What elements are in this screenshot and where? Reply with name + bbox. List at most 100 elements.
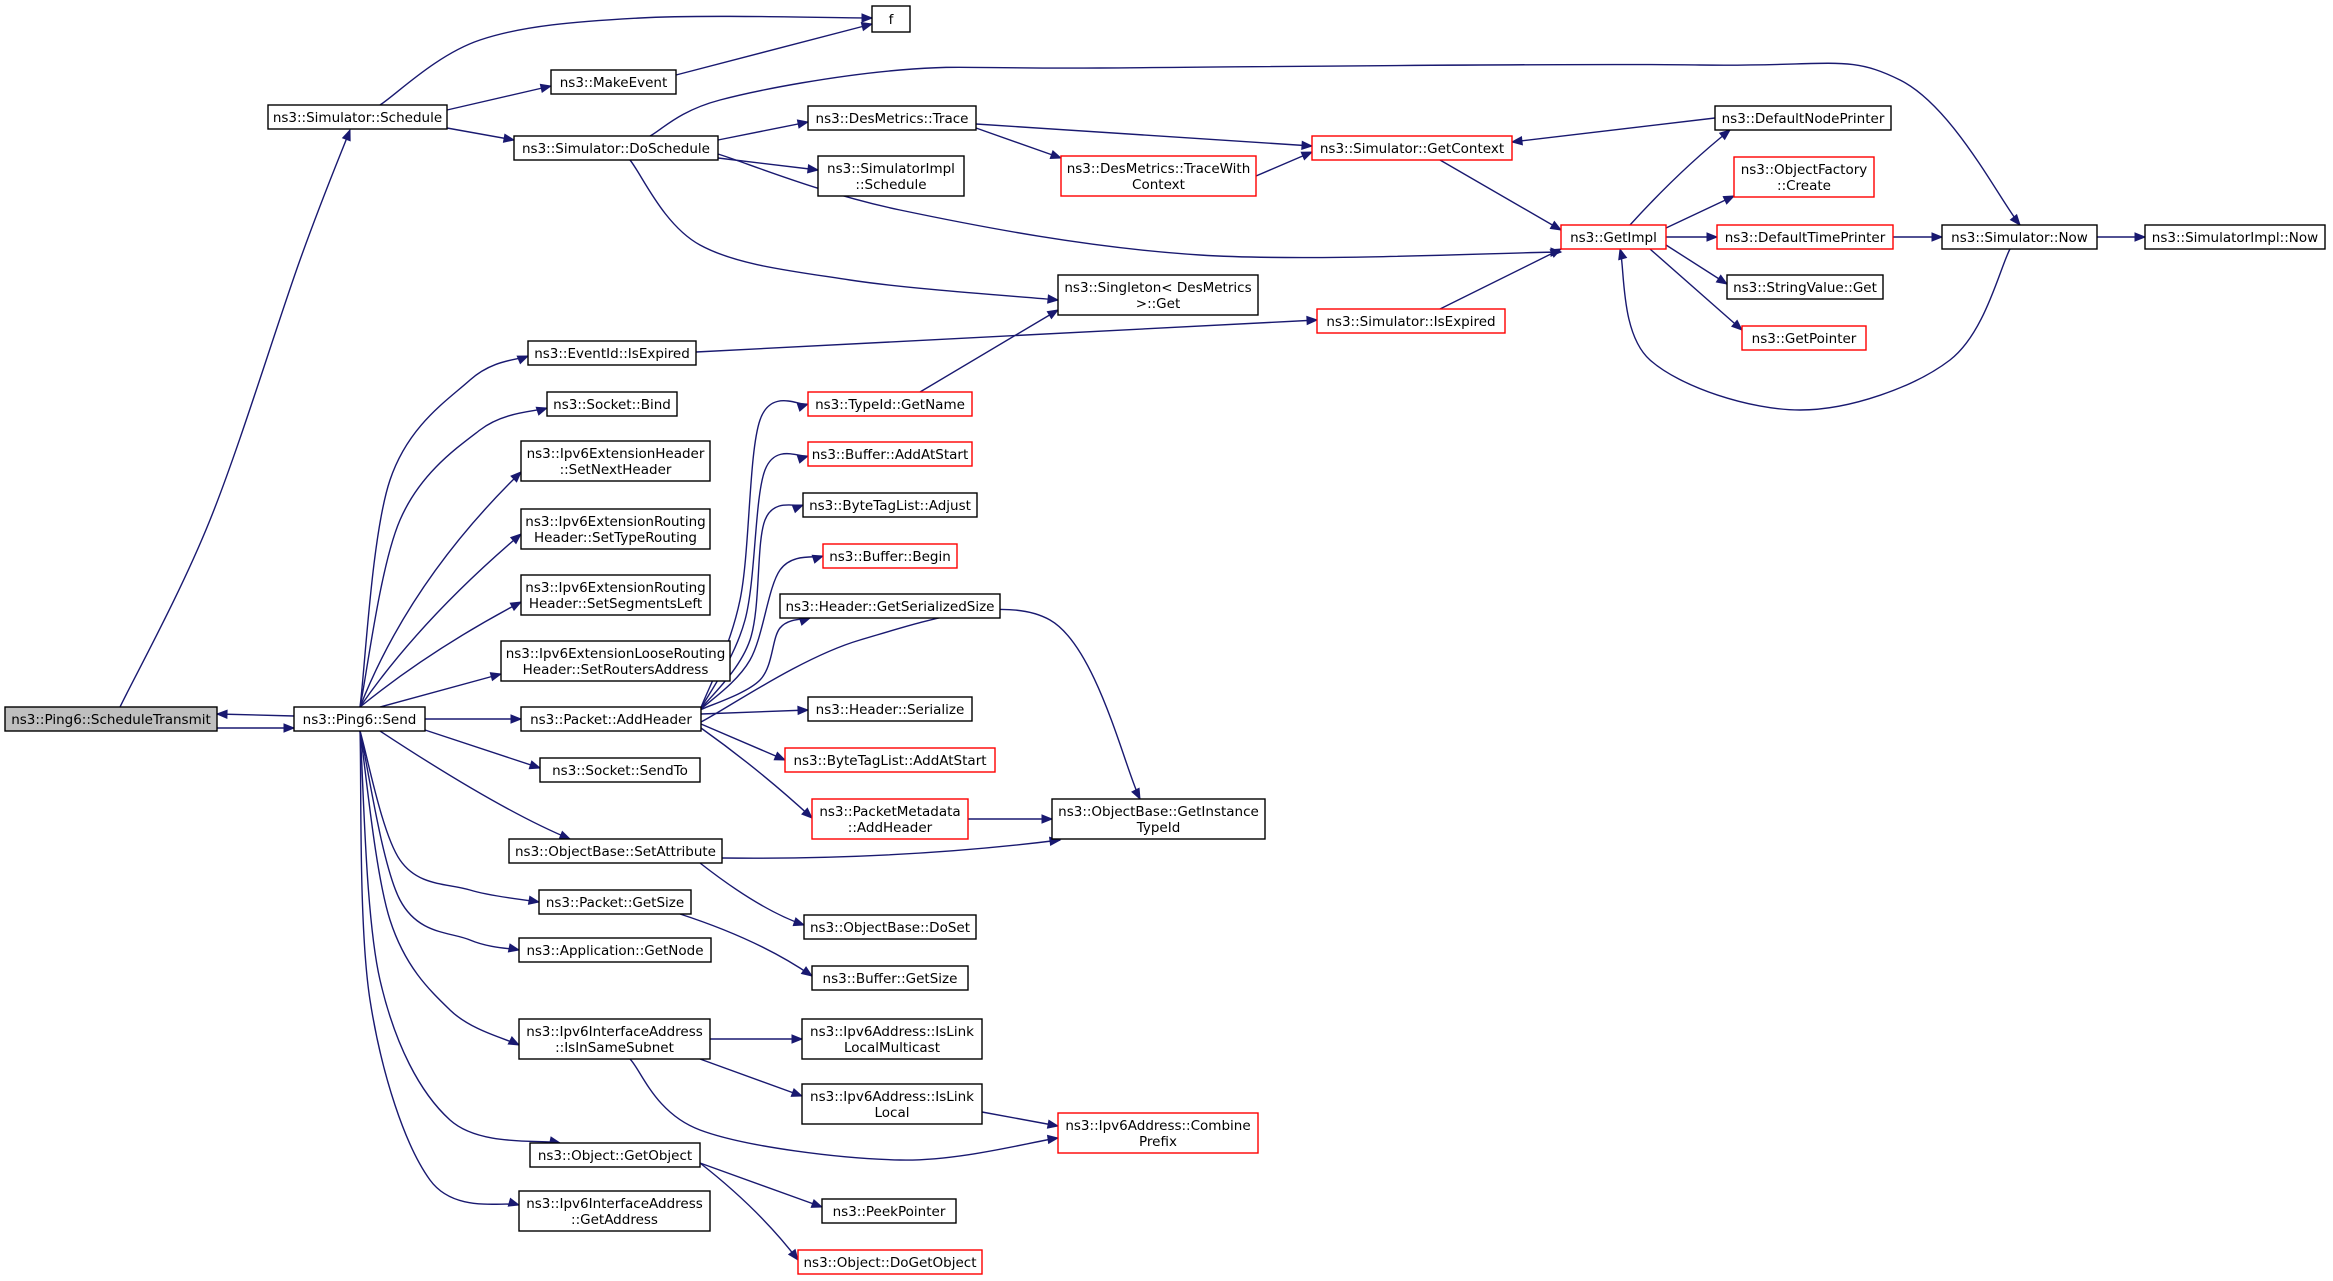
node-label: ns3::Socket::SendTo: [552, 763, 688, 779]
edge-line: [1511, 117, 1716, 143]
node-getaddress[interactable]: ns3::Ipv6InterfaceAddress::GetAddress: [518, 1190, 711, 1232]
edge-line: [717, 121, 809, 141]
arrow-head-icon: [797, 705, 810, 716]
node-layer: ns3::Ping6::ScheduleTransmit ns3::Ping6::…: [4, 5, 2326, 1275]
node-label: ns3::ObjectBase::SetAttribute: [515, 844, 716, 860]
node-setattr[interactable]: ns3::ObjectBase::SetAttribute: [508, 838, 723, 864]
edge-root-to-sched: [119, 128, 351, 708]
edge-send-to-evisexpired: [359, 355, 530, 708]
node-strvalget[interactable]: ns3::StringValue::Get: [1726, 274, 1884, 300]
node-box: [513, 135, 719, 161]
arrow-head-icon: [528, 760, 542, 770]
node-pktmetaaddhdr[interactable]: ns3::PacketMetadata::AddHeader: [811, 798, 969, 840]
arrow-head-icon: [796, 119, 810, 129]
node-hdrgetsersize[interactable]: ns3::Header::GetSerializedSize: [779, 593, 1001, 619]
node-getimpl[interactable]: ns3::GetImpl: [1560, 224, 1667, 250]
node-pktaddhdr[interactable]: ns3::Packet::AddHeader: [520, 706, 702, 732]
node-simimplsched[interactable]: ns3::SimulatorImpl::Schedule: [817, 155, 965, 197]
node-box: [529, 1142, 701, 1168]
edge-line: [717, 153, 1562, 259]
node-root[interactable]: ns3::Ping6::ScheduleTransmit: [4, 706, 218, 732]
node-simimplnow[interactable]: ns3::SimulatorImpl::Now: [2144, 224, 2326, 250]
node-label: ns3::Simulator::Now: [1951, 230, 2088, 246]
edge-send-to-socksendto: [424, 729, 542, 770]
node-sockbind[interactable]: ns3::Socket::Bind: [546, 391, 678, 417]
node-deftimeprinter[interactable]: ns3::DefaultTimePrinter: [1716, 224, 1894, 250]
node-settyperouting[interactable]: ns3::Ipv6ExtensionRoutingHeader::SetType…: [520, 508, 711, 550]
node-getpointer[interactable]: ns3::GetPointer: [1741, 325, 1867, 351]
edge-line: [700, 727, 813, 819]
node-sched[interactable]: ns3::Simulator::Schedule: [267, 104, 448, 130]
node-box: [807, 105, 977, 131]
node-dosched[interactable]: ns3::Simulator::DoSchedule: [513, 135, 719, 161]
node-label: ns3::StringValue::Get: [1733, 280, 1877, 296]
node-box: [779, 593, 1001, 619]
edge-send-to-pktaddhdr: [425, 714, 523, 724]
node-hdrserialize[interactable]: ns3::Header::Serialize: [807, 696, 973, 722]
node-label: ns3::GetImpl: [1570, 230, 1657, 246]
edge-trace-to-tracectx: [975, 127, 1063, 159]
node-f[interactable]: f: [871, 5, 911, 33]
edge-islinklocal-to-combineprefix: [981, 1111, 1060, 1129]
edge-line: [699, 1058, 803, 1097]
node-box: [797, 1249, 983, 1275]
node-box: [546, 391, 678, 417]
node-makeevent[interactable]: ns3::MakeEvent: [550, 69, 677, 95]
node-getctx[interactable]: ns3::Simulator::GetContext: [1311, 135, 1513, 161]
node-pktgetsize[interactable]: ns3::Packet::GetSize: [538, 889, 692, 915]
node-peekpointer[interactable]: ns3::PeekPointer: [821, 1198, 957, 1224]
node-label: ns3::Simulator::GetContext: [1320, 141, 1504, 157]
edge-line: [679, 913, 813, 977]
edge-simnow-to-simimplnow: [2097, 232, 2147, 242]
node-setrouters[interactable]: ns3::Ipv6ExtensionLooseRoutingHeader::Se…: [500, 640, 731, 682]
node-btladdatstart[interactable]: ns3::ByteTagList::AddAtStart: [784, 747, 996, 773]
edge-line: [721, 839, 1061, 859]
node-simisexpired[interactable]: ns3::Simulator::IsExpired: [1316, 308, 1506, 334]
node-singleton[interactable]: ns3::Singleton< DesMetrics>::Get: [1057, 274, 1259, 316]
node-label: ns3::PacketMetadata: [819, 804, 960, 820]
edge-layer: [119, 13, 2147, 1262]
node-box: [518, 937, 712, 963]
node-box: [784, 747, 996, 773]
node-bufaddatstart[interactable]: ns3::Buffer::AddAtStart: [807, 441, 973, 467]
node-box: [518, 1190, 711, 1232]
arrow-head-icon: [796, 454, 810, 464]
node-box: [811, 965, 969, 991]
edge-line: [699, 555, 824, 711]
node-getobject[interactable]: ns3::Object::GetObject: [529, 1142, 701, 1168]
arrow-head-icon: [558, 830, 572, 840]
node-label: ns3::Object::DoGetObject: [803, 1255, 976, 1271]
node-bufgetsize[interactable]: ns3::Buffer::GetSize: [811, 965, 969, 991]
edge-dosched-to-singleton: [629, 159, 1060, 304]
node-simnow[interactable]: ns3::Simulator::Now: [1941, 224, 2098, 250]
edge-getimpl-to-deftimeprinter: [1666, 232, 1719, 242]
node-isinsamesubnet[interactable]: ns3::Ipv6InterfaceAddress::IsInSameSubne…: [518, 1018, 711, 1060]
edge-line: [629, 159, 1059, 301]
node-objfactory[interactable]: ns3::ObjectFactory::Create: [1733, 156, 1875, 198]
node-send[interactable]: ns3::Ping6::Send: [293, 706, 426, 732]
node-box: [520, 574, 711, 616]
node-doset[interactable]: ns3::ObjectBase::DoSet: [803, 914, 977, 940]
edge-send-to-root: [215, 709, 295, 720]
arrow-head-icon: [1306, 315, 1319, 326]
node-label: Header::SetRoutersAddress: [523, 662, 709, 678]
arrow-head-icon: [1046, 309, 1060, 320]
node-trace[interactable]: ns3::DesMetrics::Trace: [807, 105, 977, 131]
node-box: [1051, 798, 1266, 840]
node-typeidgetname[interactable]: ns3::TypeId::GetName: [807, 391, 973, 417]
node-evisexpired[interactable]: ns3::EventId::IsExpired: [527, 340, 697, 366]
node-socksendto[interactable]: ns3::Socket::SendTo: [539, 757, 701, 783]
node-defnodeprinter[interactable]: ns3::DefaultNodePrinter: [1714, 105, 1892, 131]
node-appgetnode[interactable]: ns3::Application::GetNode: [518, 937, 712, 963]
node-setsegleft[interactable]: ns3::Ipv6ExtensionRoutingHeader::SetSegm…: [520, 574, 711, 616]
node-bufbegin[interactable]: ns3::Buffer::Begin: [822, 543, 958, 569]
node-btladjust[interactable]: ns3::ByteTagList::Adjust: [802, 492, 978, 518]
node-dogetobject[interactable]: ns3::Object::DoGetObject: [797, 1249, 983, 1275]
node-setnexthdr[interactable]: ns3::Ipv6ExtensionHeader::SetNextHeader: [520, 440, 711, 482]
arrow-head-icon: [509, 533, 523, 545]
